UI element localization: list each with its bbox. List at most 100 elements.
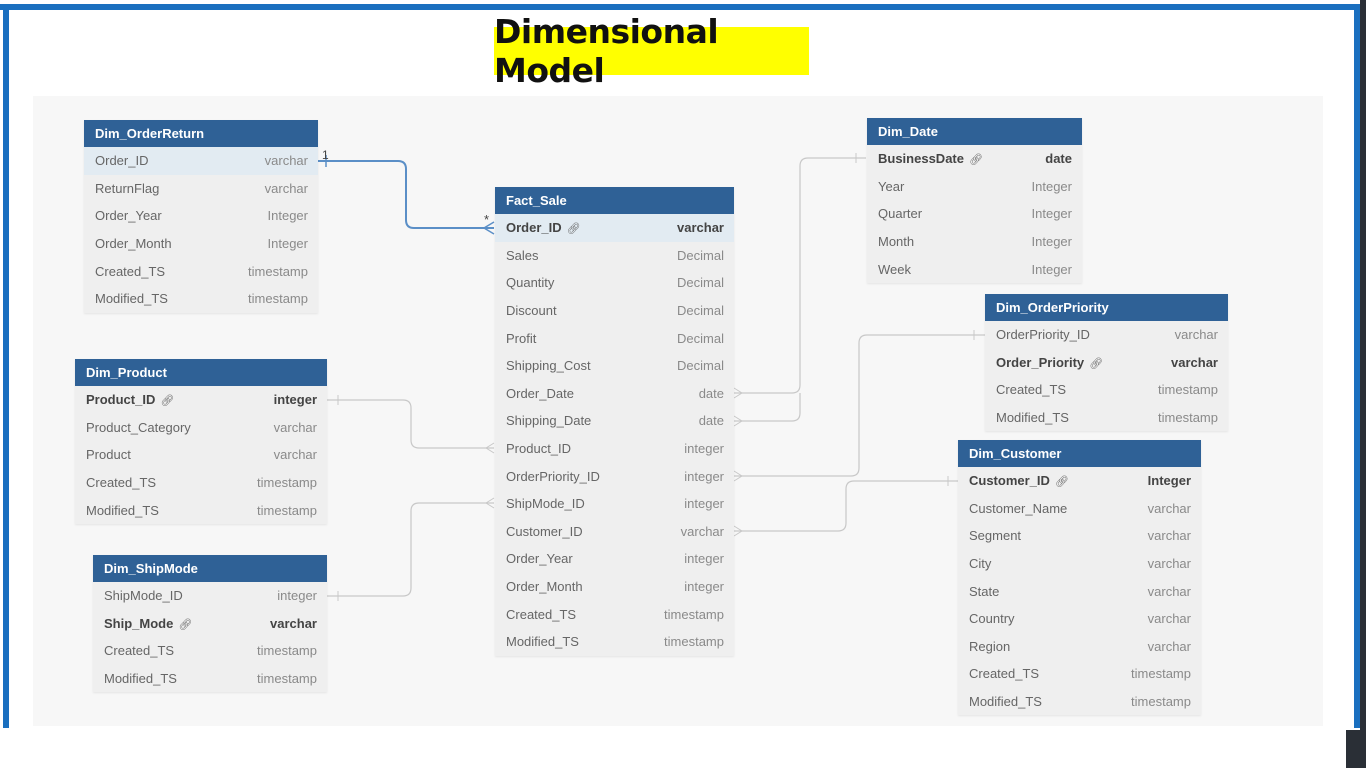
field-name: Order_ID [506,220,562,236]
link-factsale-date-shipping [734,393,801,422]
field-row[interactable]: Product_ID🔗︎integer [75,386,327,414]
field-row[interactable]: Customer_ID🔗︎Integer [958,467,1201,495]
field-name: Order_Month [95,236,172,252]
field-name: Month [878,234,915,250]
field-name: Created_TS [104,643,175,659]
field-type: integer [684,468,724,484]
field-type: Integer [1031,206,1072,222]
key-icon: 🔗︎ [178,618,193,631]
field-type: Decimal [677,358,724,374]
field-type: Decimal [677,330,724,346]
field-type: Integer [267,208,308,224]
field-row[interactable]: Order_Priority🔗︎varchar [985,349,1228,377]
key-icon: 🔗︎ [1054,476,1069,489]
field-name: Week [878,261,911,277]
field-name: Segment [969,528,1022,544]
field-name: City [969,556,992,572]
field-row[interactable]: Customer_Name varchar [958,495,1201,523]
window-edge-bottom [1346,730,1360,768]
link-label-many: * [484,212,489,227]
field-type: Decimal [677,303,724,319]
field-type: varchar [1147,528,1191,544]
field-row[interactable]: BusinessDate🔗︎date [867,145,1082,173]
field-type: varchar [270,615,317,631]
field-type: integer [277,588,317,604]
link-factsale-orderpriority [734,334,985,477]
field-type: varchar [1147,500,1191,516]
field-type: Integer [1147,473,1191,489]
field-type: integer [684,441,724,457]
field-type: timestamp [257,475,317,491]
field-name: Ship_Mode [104,615,174,631]
field-row[interactable]: Order_ID🔗︎varchar [495,214,734,242]
field-name: Modified_TS [506,634,579,650]
key-icon: 🔗︎ [968,154,983,167]
field-name: Region [969,638,1011,654]
table-dim-customer[interactable]: Dim_Customer Customer_ID🔗︎Integer Custom… [958,440,1201,716]
table-dim-product[interactable]: Dim_Product Product_ID🔗︎integer Product_… [75,359,327,524]
field-type: timestamp [1131,666,1191,682]
field-type: timestamp [248,263,308,279]
field-row[interactable]: Quarter Integer [867,200,1082,228]
field-type: date [698,385,724,401]
field-type: varchar [677,220,724,236]
frame-border-right [1354,4,1360,728]
field-type: integer [684,579,724,595]
link-shipmode-factsale [327,502,494,597]
field-row[interactable]: Ship_Mode 🔗︎ varchar [93,610,327,638]
table-header: Dim_OrderReturn [84,120,318,147]
field-row[interactable]: Segment varchar [958,522,1201,550]
field-name: Quarter [878,206,923,222]
link-factsale-customer [734,480,958,532]
field-name: Customer_Name [969,500,1068,516]
field-type: varchar [273,419,317,435]
field-name: Modified_TS [95,291,168,307]
field-type: timestamp [1158,410,1218,426]
